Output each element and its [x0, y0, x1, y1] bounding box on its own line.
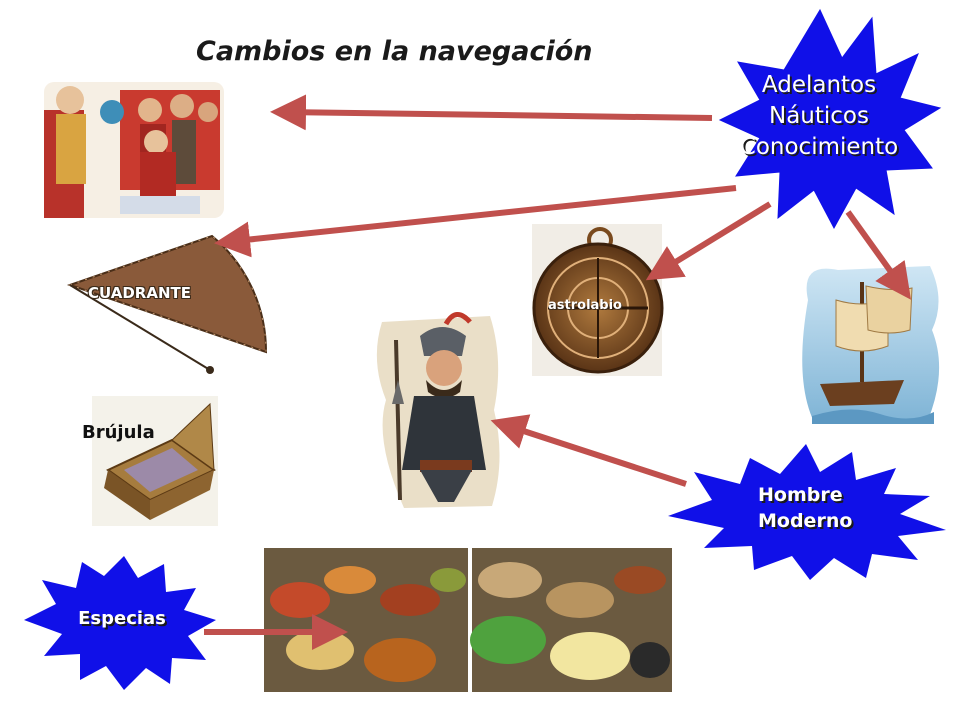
cuadrante-label: CUADRANTE	[88, 284, 191, 302]
compass-box-illustration	[92, 396, 218, 526]
ship-illustration	[802, 266, 940, 424]
adelantos-line-2: Náuticos	[769, 103, 869, 129]
arrow-to-astrolabe	[645, 201, 772, 281]
arrow-to-conquistador	[490, 414, 687, 487]
arrow-to-ship	[845, 210, 911, 300]
astrolabio-label: astrolabio	[548, 298, 622, 313]
hombre-line-2: Moderno	[758, 510, 853, 532]
arrow-to-quadrant	[214, 185, 737, 258]
arrows	[204, 94, 911, 650]
adelantos-nauticos-label: Adelantos Náuticos Conocimiento	[718, 70, 920, 163]
page-title: Cambios en la navegación	[196, 36, 593, 67]
adelantos-line-3: Conocimiento	[739, 134, 899, 160]
especias-label: Especias	[78, 608, 166, 629]
astrolabe-illustration	[532, 224, 664, 376]
arrow-to-court-scene	[270, 94, 713, 131]
court-scene-illustration	[44, 82, 224, 218]
star-hombre-moderno	[668, 444, 946, 580]
quadrant-illustration	[66, 234, 268, 374]
hombre-moderno-label: Hombre Moderno	[730, 482, 876, 534]
star-especias	[24, 556, 216, 690]
star-adelantos-nauticos	[718, 8, 942, 230]
brujula-label: Brújula	[82, 422, 155, 443]
adelantos-line-1: Adelantos	[761, 72, 877, 98]
hombre-line-1: Hombre	[758, 484, 843, 506]
conquistador-illustration	[376, 312, 500, 508]
spice-market-photo	[264, 548, 672, 692]
